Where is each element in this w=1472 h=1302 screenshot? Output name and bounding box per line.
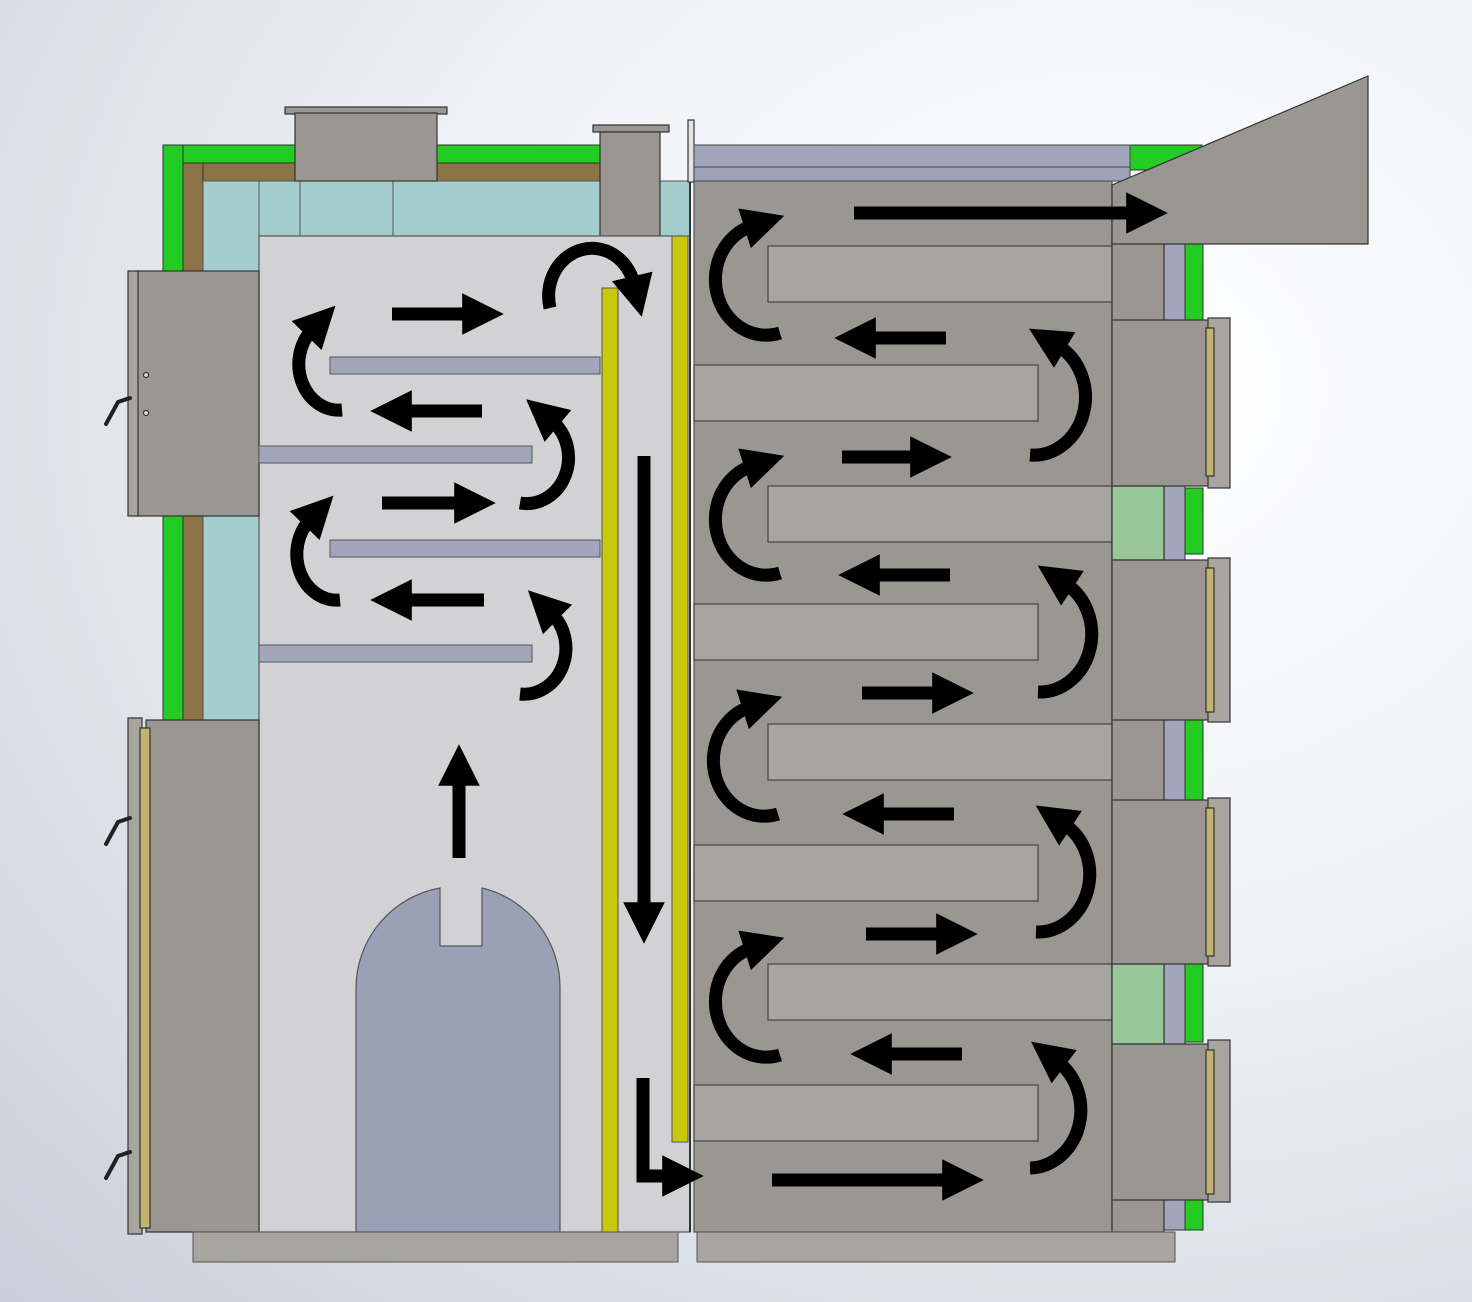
- cleaning-door[interactable]: [1111, 559, 1211, 721]
- cleaning-door-gasket: [1205, 807, 1215, 957]
- door-handle-icon[interactable]: [104, 816, 132, 846]
- cleaning-door[interactable]: [1111, 319, 1211, 487]
- stoking-arch: [355, 887, 561, 1233]
- convection-top-felt: [693, 166, 1131, 182]
- fire-tube: [767, 723, 1113, 781]
- felt-top-mid: [436, 162, 601, 182]
- fire-tube: [767, 245, 1113, 303]
- flow-arrows: [289, 192, 1168, 1201]
- baffle: [329, 356, 601, 375]
- u-turn-arrow-icon: [289, 495, 341, 607]
- u-turn-arrow-icon: [706, 689, 783, 823]
- lower-door-housing: [145, 719, 260, 1233]
- cleaning-door-gasket: [1205, 567, 1215, 713]
- pale-green-panel: [1111, 963, 1165, 1045]
- base-frame: [192, 1231, 1176, 1263]
- upper-door-housing: [135, 270, 260, 517]
- u-turn-arrow-icon: [519, 590, 573, 701]
- insulation-right-5: [1184, 1199, 1204, 1231]
- felt-left-upper: [182, 162, 204, 272]
- insulation-left-upper: [162, 144, 184, 272]
- fire-tube: [693, 364, 1039, 422]
- door-handle-icon[interactable]: [104, 1150, 132, 1180]
- water-jacket-top: [202, 180, 601, 237]
- u-turn-arrow-icon: [1029, 1041, 1088, 1175]
- lower-door-gasket: [139, 727, 151, 1229]
- top-connection-nozzle: [294, 112, 438, 182]
- u-turn-arrow-icon: [542, 241, 653, 317]
- outer-yellow-plate: [671, 235, 689, 1143]
- insulation-right-2: [1184, 487, 1204, 555]
- flue-nozzle-flange: [592, 124, 670, 133]
- fire-tube: [693, 1084, 1039, 1142]
- outer-insulation-shell: [162, 144, 1204, 1231]
- baffle: [258, 644, 533, 663]
- fire-tube: [767, 485, 1113, 543]
- divider-top-tab: [687, 119, 695, 183]
- upper-door-plate: [127, 270, 139, 517]
- u-turn-arrow-icon: [708, 448, 785, 582]
- insulation-right-1: [1184, 239, 1204, 321]
- u-turn-arrow-icon: [291, 305, 343, 417]
- fire-tube: [767, 963, 1113, 1021]
- inner-yellow-plate: [601, 287, 619, 1233]
- insulation-right-3: [1184, 719, 1204, 801]
- insulation-top-mid: [436, 144, 601, 164]
- u-turn-arrow-icon: [708, 930, 785, 1064]
- u-turn-arrow-icon: [1029, 328, 1092, 462]
- cleaning-door-gasket: [1205, 1049, 1215, 1195]
- cleaning-door[interactable]: [1111, 1043, 1211, 1201]
- u-turn-arrow-icon: [1037, 565, 1099, 699]
- flue-outlet-hood: [1111, 75, 1369, 245]
- cleaning-doors: [1111, 235, 1231, 1233]
- base-frame-left: [192, 1231, 679, 1263]
- water-jacket-left-upper: [202, 180, 260, 272]
- convection-top-plate: [693, 144, 1131, 182]
- u-turn-arrow-icon: [518, 399, 575, 511]
- flow-arrow-icon: [636, 1078, 704, 1197]
- convection-top-blue-bar: [693, 144, 1131, 168]
- fire-tube-passes: [693, 245, 1113, 1142]
- base-frame-right: [696, 1231, 1176, 1263]
- pale-green-panel: [1111, 485, 1165, 561]
- separator-plate: [601, 182, 691, 1233]
- water-jacket: [202, 180, 691, 721]
- u-turn-arrow-icon: [1035, 805, 1097, 939]
- fire-tube: [693, 603, 1039, 661]
- fire-tube: [693, 844, 1039, 902]
- flue-nozzle: [599, 131, 661, 237]
- u-turn-arrow-icon: [708, 208, 785, 342]
- door-hinge-dot: [142, 409, 150, 417]
- door-hinge-dot: [142, 371, 150, 379]
- insulation-right-4: [1184, 963, 1204, 1043]
- baffle: [329, 539, 601, 558]
- flue-baffles: [258, 356, 601, 663]
- baffle: [258, 445, 533, 464]
- cleaning-door[interactable]: [1111, 799, 1211, 965]
- cleaning-door-gasket: [1205, 327, 1215, 477]
- door-handles: [104, 396, 132, 1180]
- insulation-left-mid: [162, 515, 184, 721]
- door-handle-icon[interactable]: [104, 396, 132, 426]
- left-front-assembly: [127, 270, 260, 1235]
- water-jacket-left-mid: [202, 515, 260, 721]
- felt-left-mid: [182, 515, 204, 721]
- top-fittings: [284, 106, 695, 237]
